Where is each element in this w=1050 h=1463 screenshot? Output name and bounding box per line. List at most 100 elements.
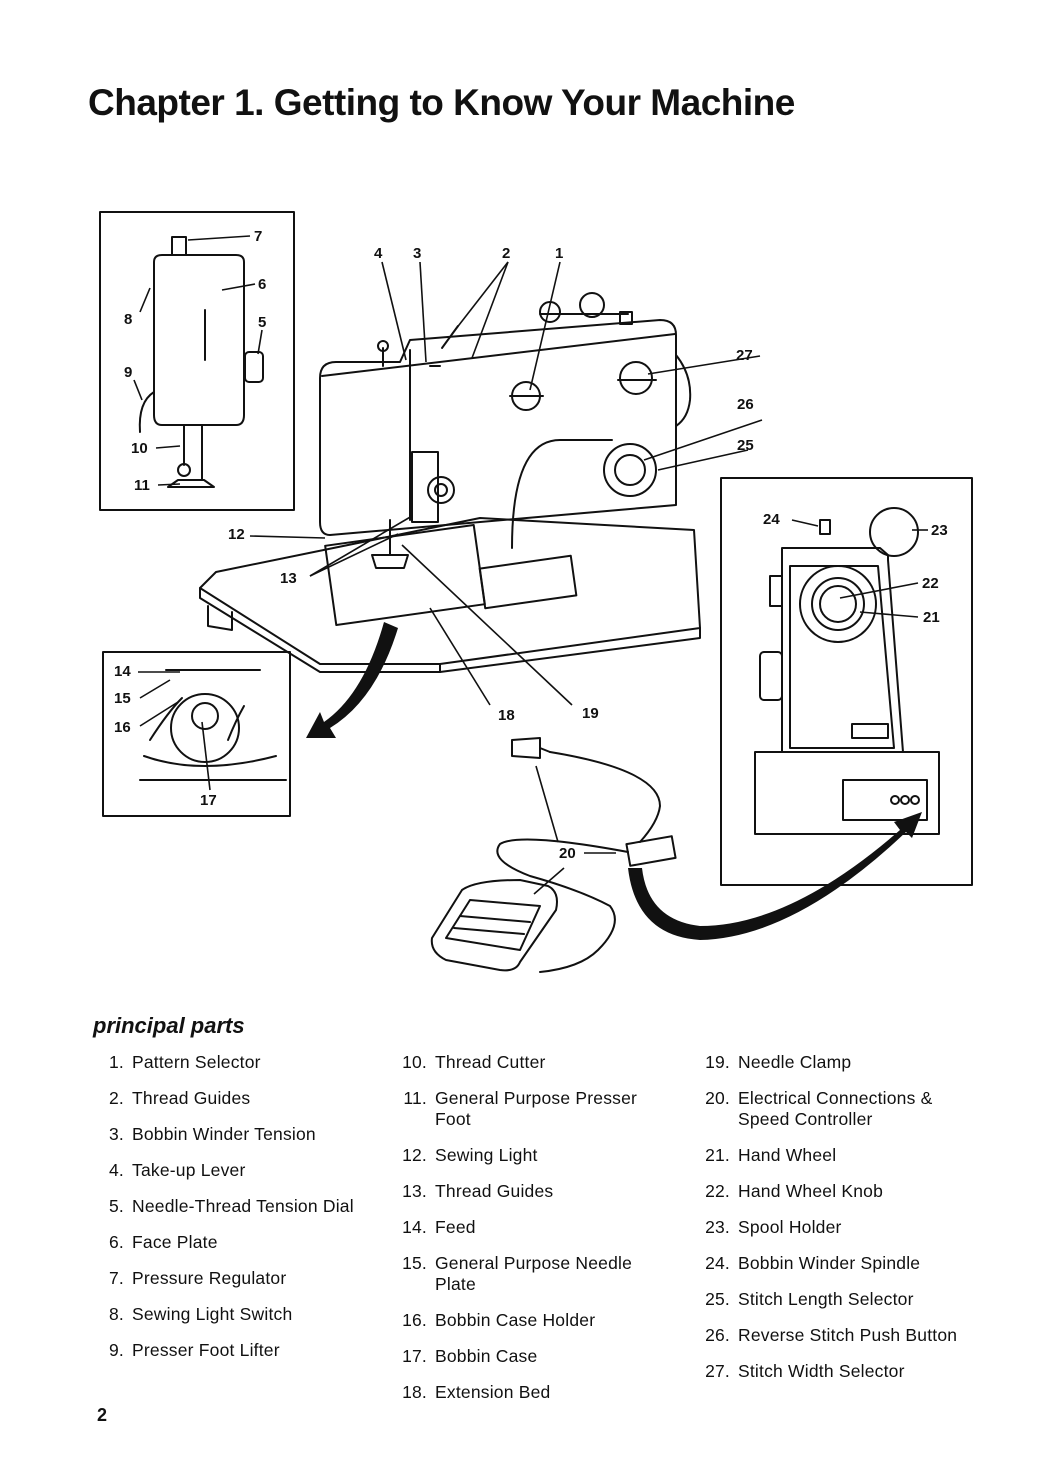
sewing-machine-body [199,292,701,673]
callout-26: 26 [737,396,754,413]
item-number: 11. [403,1088,427,1108]
item-number: 6. [109,1232,124,1252]
callout-16: 16 [114,719,131,736]
list-item: 9. Presser Foot Lifter [100,1340,370,1361]
item-number: 4. [109,1160,124,1180]
callout-7: 7 [254,228,262,245]
item-number: 5. [109,1196,124,1216]
list-item: 12. Sewing Light [393,1145,673,1166]
item-label: Needle Clamp [738,1052,852,1072]
item-label: Thread Guides [132,1088,251,1108]
item-number: 26. [705,1325,730,1345]
item-label: Hand Wheel Knob [738,1181,884,1201]
page-number: 2 [97,1405,108,1425]
item-label: Reverse Stitch Push Button [738,1325,958,1345]
list-item: 8. Sewing Light Switch [100,1304,370,1325]
item-label: Bobbin Case Holder [435,1310,596,1330]
item-label: General Purpose Presser Foot [435,1088,638,1129]
item-label: Stitch Width Selector [738,1361,905,1381]
side-view-inset [720,477,973,886]
callout-15: 15 [114,690,131,707]
callout-24: 24 [763,511,780,528]
item-label: Thread Cutter [435,1052,546,1072]
item-label: Bobbin Winder Tension [132,1124,316,1144]
item-label: Take-up Lever [132,1160,246,1180]
item-label: Sewing Light [435,1145,538,1165]
callout-23: 23 [931,522,948,539]
item-number: 8. [109,1304,124,1324]
item-number: 2. [109,1088,124,1108]
item-label: Sewing Light Switch [132,1304,293,1324]
face-plate-inset [99,211,295,511]
item-label: Thread Guides [435,1181,554,1201]
callout-5: 5 [258,314,266,331]
list-item: 4. Take-up Lever [100,1160,370,1181]
item-number: 23. [705,1217,730,1237]
callout-22: 22 [922,575,939,592]
item-label: Hand Wheel [738,1145,837,1165]
item-number: 13. [402,1181,427,1201]
item-number: 22. [705,1181,730,1201]
item-number: 16. [402,1310,427,1330]
callout-11: 11 [134,477,150,494]
list-item: 22. Hand Wheel Knob [696,1181,976,1202]
item-number: 25. [705,1289,730,1309]
callout-2: 2 [502,245,510,262]
list-item: 1.Pattern Selector [100,1052,370,1073]
item-number: 21. [705,1145,730,1165]
item-label: Electrical Connections & Speed Controlle… [738,1088,933,1129]
list-item: 21. Hand Wheel [696,1145,976,1166]
callout-6: 6 [258,276,266,293]
list-item: 10. Thread Cutter [393,1052,673,1073]
callout-27: 27 [736,347,753,364]
item-label: Extension Bed [435,1382,551,1402]
list-item: 23. Spool Holder [696,1217,976,1238]
callout-21: 21 [923,609,940,626]
item-number: 10. [402,1052,427,1072]
item-label: Pressure Regulator [132,1268,287,1288]
list-item: 14. Feed [393,1217,673,1238]
item-number: 7. [109,1268,124,1288]
item-number: 17. [402,1346,427,1366]
callout-4: 4 [374,245,383,262]
callout-20: 20 [559,845,576,862]
list-item: 18.Extension Bed [393,1382,673,1403]
list-item: 17.Bobbin Case [393,1346,673,1367]
item-number: 15. [402,1253,427,1273]
item-label: Bobbin Winder Spindle [738,1253,921,1273]
callout-3: 3 [413,245,421,262]
item-number: 24. [705,1253,730,1273]
parts-list-column-2: 10. Thread Cutter 11. General Purpose Pres… [393,1052,673,1418]
item-number: 3. [109,1124,124,1144]
callout-10: 10 [131,440,148,457]
item-number: 14. [402,1217,427,1237]
list-item: 24. Bobbin Winder Spindle [696,1253,976,1274]
list-item: 6.Face Plate [100,1232,370,1253]
sewing-machine-diagram: 1 2 3 4 5 6 7 8 9 10 11 12 13 14 15 16 1… [99,211,973,973]
list-item: 11. General Purpose Presser Foot [393,1088,673,1130]
callout-19: 19 [582,705,599,722]
chapter-title: Chapter 1. Getting to Know Your Machine [88,82,795,123]
list-item: 20.Electrical Connections & Speed Contro… [696,1088,976,1130]
item-number: 27. [705,1361,730,1381]
callout-9: 9 [124,364,132,381]
list-item: 2. Thread Guides [100,1088,370,1109]
list-item: 27. Stitch Width Selector [696,1361,976,1382]
list-item: 16. Bobbin Case Holder [393,1310,673,1331]
item-number: 1. [109,1052,124,1072]
parts-list-column-1: 1.Pattern Selector 2. Thread Guides 3. Bob… [100,1052,370,1376]
item-label: Presser Foot Lifter [132,1340,280,1360]
list-item: 3. Bobbin Winder Tension [100,1124,370,1145]
list-item: 5.Needle-Thread Tension Dial [100,1196,370,1217]
item-label: Spool Holder [738,1217,842,1237]
item-number: 12. [402,1145,427,1165]
callout-13: 13 [280,570,297,587]
callout-17: 17 [200,792,217,809]
power-cord-and-pedal [430,737,677,973]
parts-list-column-3: 19.Needle Clamp 20.Electrical Connection… [696,1052,976,1397]
callout-8: 8 [124,311,132,328]
list-item: 25.Stitch Length Selector [696,1289,976,1310]
item-label: Feed [435,1217,476,1237]
item-number: 9. [109,1340,124,1360]
list-item: 19.Needle Clamp [696,1052,976,1073]
